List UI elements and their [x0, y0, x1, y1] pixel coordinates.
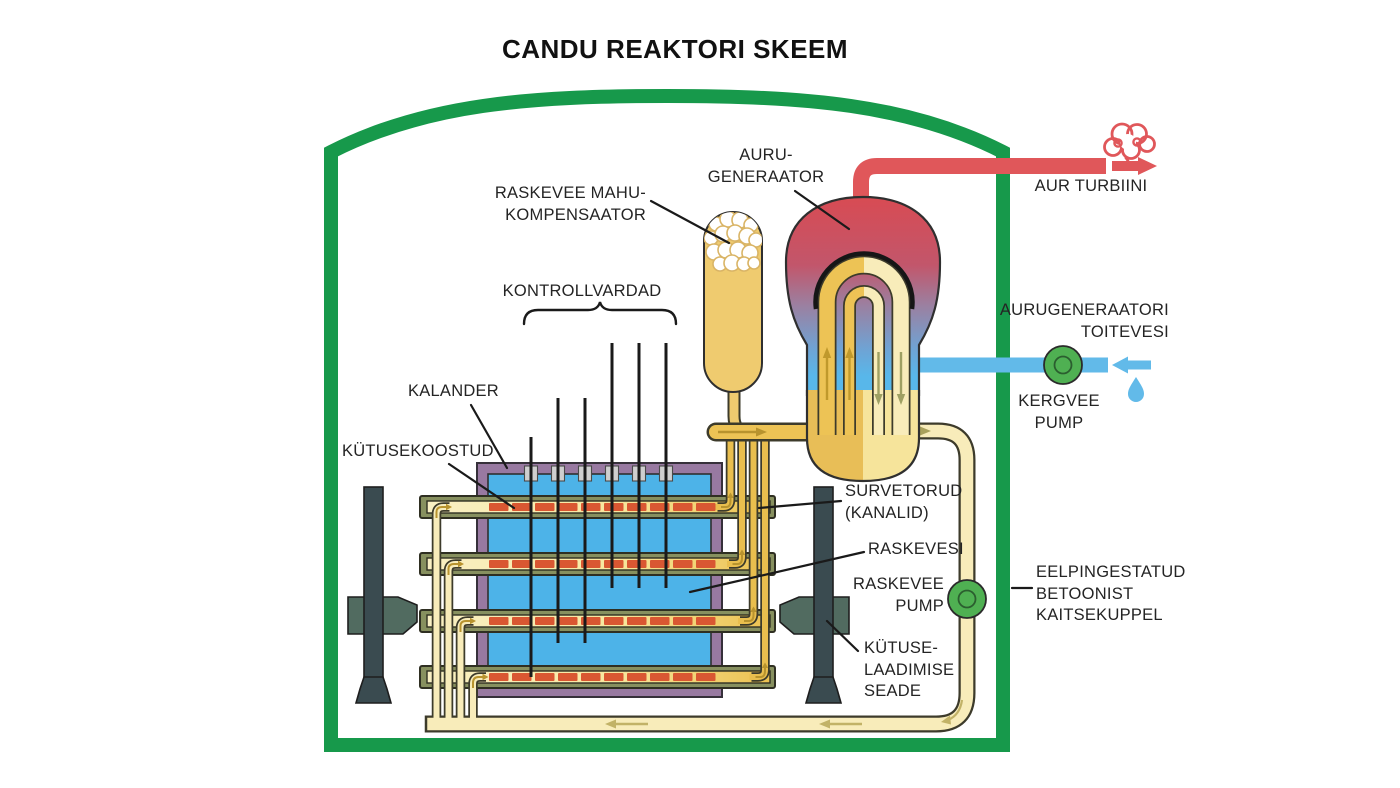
label-pressure-tubes: SURVETORUD (KANALID) — [845, 482, 963, 522]
pressurizer-vessel — [703, 211, 763, 393]
label-heavy-water: RASKEVESI — [868, 540, 964, 558]
steam-cloud-icon — [1103, 122, 1156, 171]
control-rods — [529, 343, 668, 677]
feedwater-pipe — [918, 356, 1151, 374]
page-title: CANDU REAKTORI SKEEM — [501, 34, 849, 64]
label-fueling-machine: KÜTUSE- LAADIMISE SEADE — [864, 639, 955, 700]
label-pressurizer: RASKEVEE MAHU- KOMPENSAATOR — [494, 184, 646, 224]
label-heavy-water-pump: RASKEVEE PUMP — [853, 575, 944, 615]
steam-generator — [784, 195, 942, 483]
containment-dome — [324, 88, 1010, 752]
steam-pipe — [853, 157, 1157, 212]
steam-bubbles — [704, 212, 762, 272]
pressure-tubes — [419, 495, 776, 689]
u-tubes — [813, 251, 915, 435]
label-steam-to-turbine: AUR TURBIINI — [1034, 177, 1148, 195]
label-feedwater: AURUGENERAATORI TOITEVESI — [999, 301, 1169, 341]
label-steam-generator: AURU- GENERAATOR — [707, 146, 825, 186]
control-rods-brace — [522, 301, 678, 326]
label-light-water-pump: KERGVEE PUMP — [1018, 392, 1100, 432]
label-containment: EELPINGESTATUD BETOONIST KAITSEKUPPEL — [1036, 563, 1186, 624]
label-control-rods: KONTROLLVARDAD — [502, 282, 662, 300]
pressure-tube — [419, 552, 776, 576]
pressure-tube — [419, 665, 776, 689]
label-calandria: KALANDER — [408, 382, 499, 400]
water-drop-icon — [1128, 377, 1144, 402]
label-fuel-assemblies: KÜTUSEKOOSTUD — [342, 442, 494, 460]
light-water-pump-icon — [1043, 345, 1083, 385]
pressure-tube — [419, 609, 776, 633]
leader-lines — [447, 189, 1034, 653]
fueling-machine-left — [347, 486, 418, 704]
u-tube-flow-arrows — [822, 347, 906, 405]
flow-arrows — [435, 426, 964, 729]
heavy-water-pump-icon — [947, 579, 987, 619]
pressure-tube — [419, 495, 776, 519]
